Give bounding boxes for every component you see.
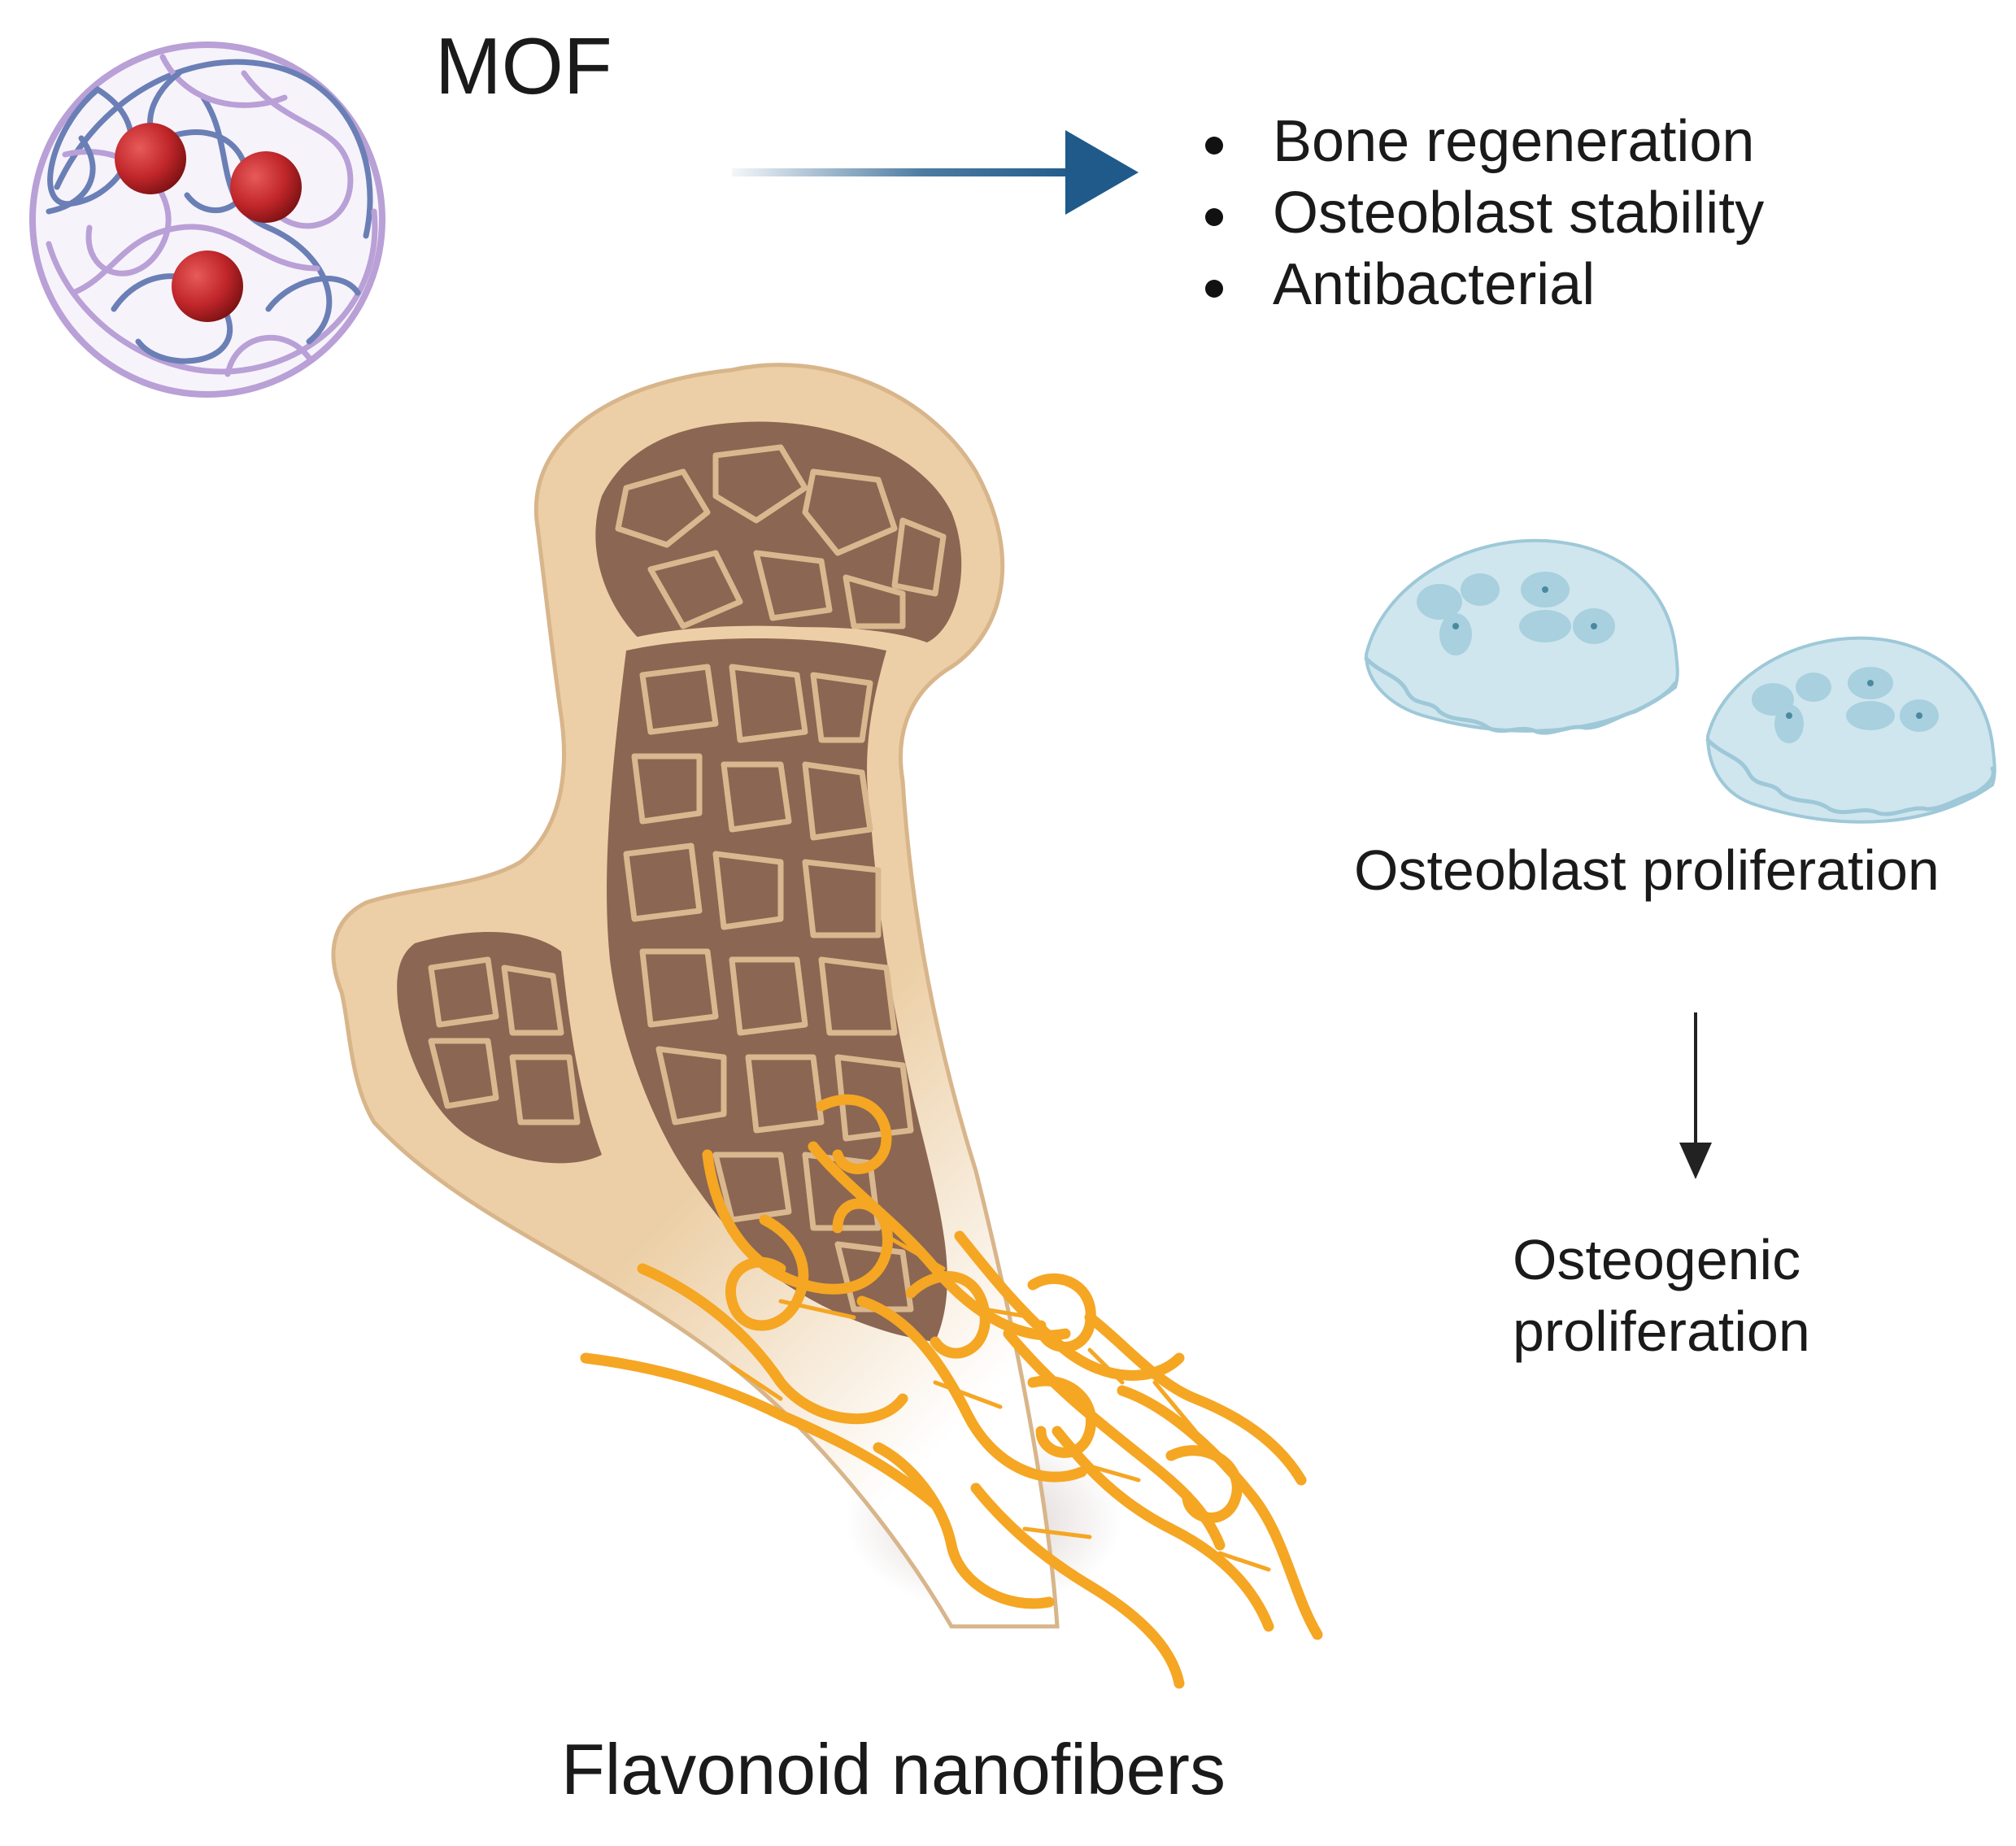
mof-particle	[172, 250, 243, 322]
benefit-list: Bone regeneration Osteoblast stability A…	[1195, 106, 1764, 320]
benefit-item: Antibacterial	[1195, 249, 1764, 320]
benefit-item: Bone regeneration	[1195, 106, 1764, 177]
mof-sphere-icon	[29, 41, 385, 398]
benefit-item: Osteoblast stability	[1195, 177, 1764, 249]
osteoblast-label: Osteoblast proliferation	[1354, 838, 1940, 902]
osteogenic-label: Osteogenic proliferation	[1513, 1224, 1810, 1367]
osteogenic-label-line1: Osteogenic	[1513, 1228, 1801, 1291]
osteoblast-cell-icon	[1364, 538, 1679, 735]
femur-bone-icon	[331, 363, 1122, 1629]
mof-label: MOF	[435, 21, 612, 111]
proliferation-arrow	[1679, 1012, 1712, 1179]
nanofiber-label: Flavonoid nanofibers	[561, 1729, 1226, 1809]
nanofiber-crosslinks	[729, 1234, 1271, 1572]
benefits-arrow	[732, 130, 1139, 215]
osteoblast-cell-icon	[1705, 636, 1996, 824]
mof-particle	[230, 151, 302, 223]
osteogenic-label-line2: proliferation	[1513, 1300, 1810, 1363]
mof-particle	[115, 123, 186, 194]
